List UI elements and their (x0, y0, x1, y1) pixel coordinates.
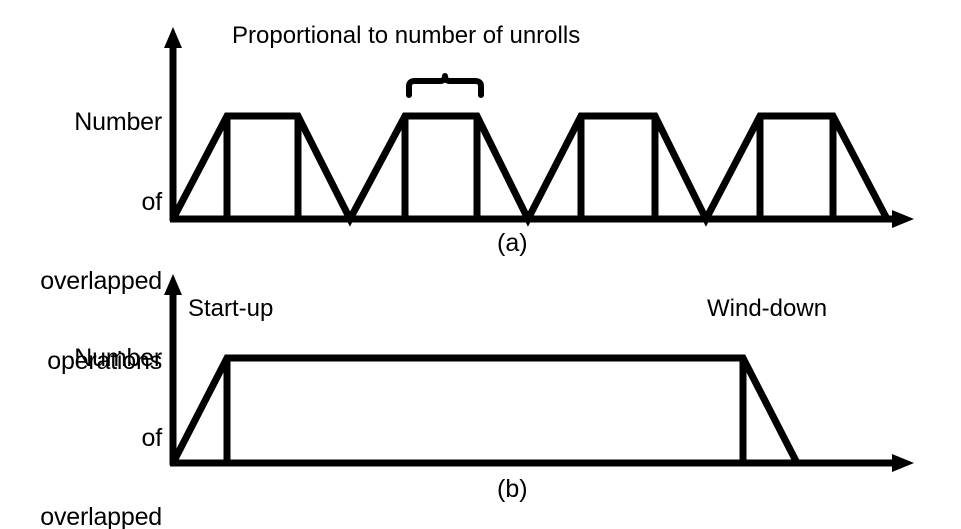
panel-b-caption: (b) (497, 475, 528, 503)
panel-b-x-axis-arrowhead (892, 454, 914, 472)
panel-a-y-axis-label-line-1: Number (74, 108, 162, 136)
panel-a-y-axis-label: Number of overlapped operations (12, 56, 162, 427)
panel-b-winddown-label: Wind-down (707, 295, 828, 322)
panel-b-startup-label: Start-up (188, 295, 274, 322)
panel-a-y-axis-label-line-4: operations (47, 346, 162, 375)
panel-a-y-axis-label-line-3: overlapped (40, 267, 162, 295)
panel-a-title: Proportional to number of unrolls (232, 22, 581, 49)
panel-a-graphics (164, 27, 914, 228)
panel-b-y-axis-label-line-1: Number (74, 344, 162, 372)
panel-b-y-axis-label-line-3: overlapped (40, 503, 162, 529)
panel-b-y-axis-label: Number of overlapped operations (12, 292, 162, 529)
panel-a-y-axis-arrowhead (164, 27, 182, 48)
panel-b-y-axis-label-line-2: of (141, 423, 163, 452)
panel-a-y-axis-label-line-2: of (141, 187, 163, 216)
panel-b-y-axis-arrowhead (164, 274, 182, 295)
panel-a-waveform (169, 112, 891, 227)
panel-a-caption: (a) (497, 229, 528, 257)
panel-a-unroll-brace (406, 73, 484, 98)
panel-a-x-axis-arrowhead (892, 210, 914, 228)
panel-b-waveform (169, 354, 801, 465)
